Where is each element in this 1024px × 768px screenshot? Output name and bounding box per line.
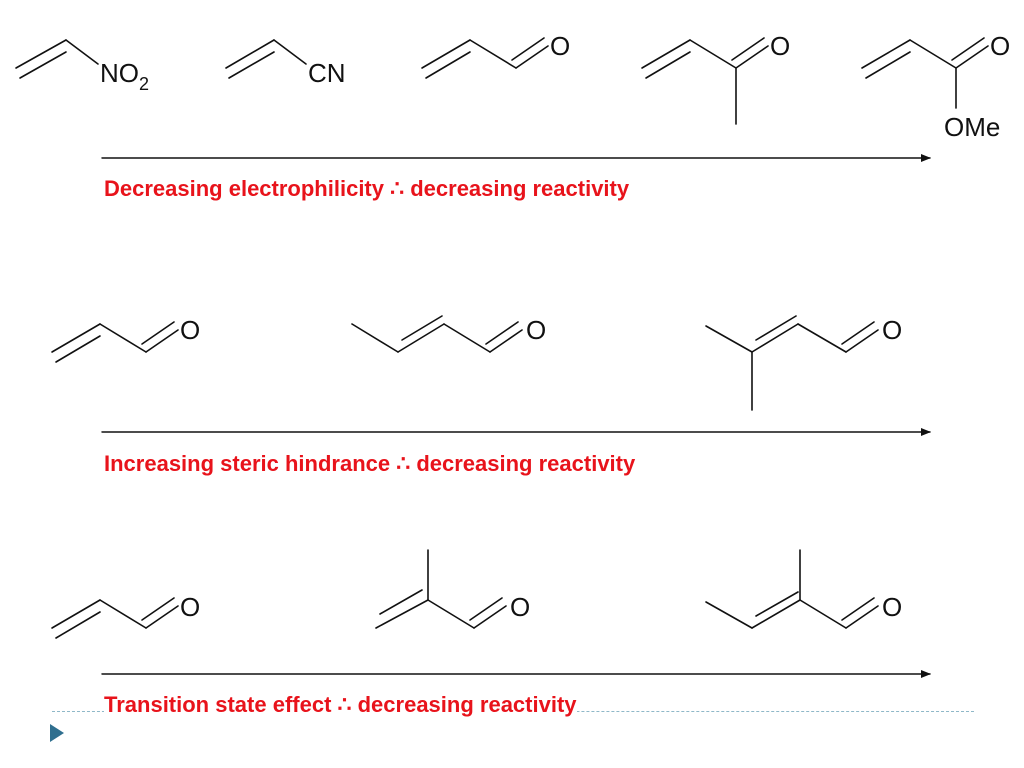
oxygen-label: O	[550, 31, 570, 61]
methoxy-label: OMe	[944, 112, 1000, 142]
row-2-caption: Increasing steric hindrance ∴ decreasing…	[104, 451, 636, 476]
oxygen-label: O	[180, 315, 200, 345]
row-3-caption: Transition state effect ∴ decreasing rea…	[104, 692, 577, 718]
slide-nav-arrow-icon[interactable]	[50, 724, 64, 742]
molecule-crotonaldehyde: O	[351, 315, 546, 353]
oxygen-label: O	[526, 315, 546, 345]
molecule-tiglic-aldehyde: O	[705, 549, 902, 629]
oxygen-label: O	[510, 592, 530, 622]
molecule-acrolein-row3: O	[51, 592, 200, 639]
oxygen-label: O	[882, 315, 902, 345]
oxygen-label: O	[882, 592, 902, 622]
molecule-acrolein-row2: O	[51, 315, 200, 363]
molecule-methyl-vinyl-ketone: O	[641, 31, 790, 125]
molecule-nitroethylene: NO2	[15, 39, 149, 94]
nitro-label: NO	[100, 58, 139, 88]
molecule-3-methylbut-2-enal: O	[705, 315, 902, 411]
oxygen-label: O	[770, 31, 790, 61]
molecule-acrolein-row1: O	[421, 31, 570, 79]
row-1-caption: Decreasing electrophilicity ∴ decreasing…	[104, 176, 630, 201]
molecule-acrylonitrile: CN	[225, 39, 346, 88]
molecule-methyl-acrylate: O OMe	[861, 31, 1010, 142]
svg-text:NO2: NO2	[100, 58, 149, 94]
oxygen-label: O	[180, 592, 200, 622]
oxygen-label: O	[990, 31, 1010, 61]
nitrile-label: CN	[308, 58, 346, 88]
nitro-subscript: 2	[139, 74, 149, 94]
molecule-methacrolein: O	[375, 549, 530, 629]
